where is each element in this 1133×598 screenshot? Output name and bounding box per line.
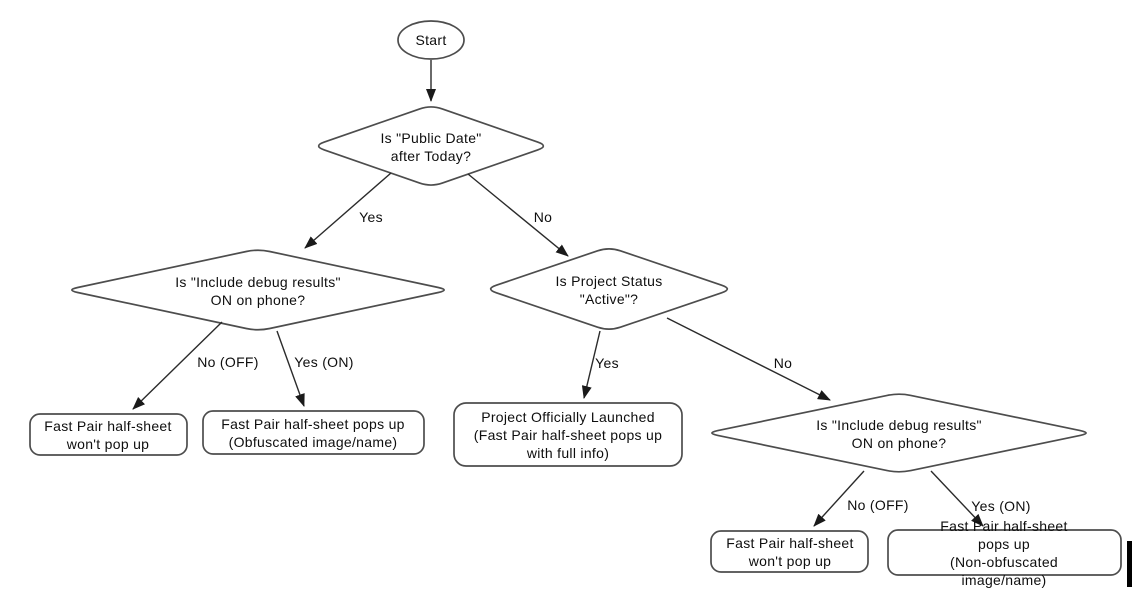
edge-label-public-date-yes: Yes — [359, 209, 383, 225]
outcome-launched-label: Project Officially Launched (Fast Pair h… — [473, 409, 663, 461]
edge-label-debug-left-yes: Yes (ON) — [294, 354, 354, 370]
edge-label-project-status-yes: Yes — [595, 355, 619, 371]
edge-public-date-yes — [304, 172, 392, 249]
decision-debug-left-shape — [71, 249, 446, 331]
text-cursor-artifact — [1127, 541, 1132, 587]
edge-label-public-date-no: No — [533, 209, 553, 225]
outcome-right-non-obfuscated-label: Fast Pair half-sheet pops up (Non-obfusc… — [940, 518, 1068, 588]
decision-debug-right-shape — [711, 393, 1087, 473]
edge-label-debug-right-no: No (OFF) — [847, 497, 909, 513]
edge-label-debug-right-yes: Yes (ON) — [971, 498, 1031, 514]
edge-debug-left-no — [132, 321, 223, 410]
outcome-left-obfuscated-label: Fast Pair half-sheet pops up (Obfuscated… — [221, 416, 405, 450]
start-node-label: Start — [415, 32, 447, 48]
outcome-left-no-popup-label: Fast Pair half-sheet won't pop up — [44, 418, 172, 452]
start-node-shape — [397, 20, 465, 60]
outcome-left-no-popup-shape — [29, 413, 188, 456]
decision-project-status-shape — [489, 248, 729, 330]
decision-project-status-label: Is Project Status "Active"? — [555, 273, 663, 307]
edge-debug-right-yes — [930, 470, 984, 527]
outcome-right-non-obfuscated-shape — [887, 529, 1122, 576]
decision-public-date-shape — [317, 106, 545, 186]
edge-public-date-no — [467, 173, 569, 257]
decision-debug-right-label: Is "Include debug results" ON on phone? — [816, 417, 982, 451]
decision-debug-left-label: Is "Include debug results" ON on phone? — [175, 274, 341, 308]
outcome-left-obfuscated-shape — [202, 410, 425, 455]
edge-project-status-yes — [581, 330, 601, 399]
decision-public-date-label: Is "Public Date" after Today? — [380, 130, 482, 164]
edge-debug-left-yes — [276, 330, 305, 407]
edge-project-status-no — [666, 317, 831, 401]
outcome-right-no-popup-shape — [710, 530, 869, 573]
edge-label-project-status-no: No — [773, 355, 793, 371]
edge-label-debug-left-no: No (OFF) — [197, 354, 259, 370]
outcome-launched-shape — [453, 402, 683, 467]
edge-debug-right-no — [813, 470, 865, 527]
outcome-right-no-popup-label: Fast Pair half-sheet won't pop up — [726, 535, 854, 569]
